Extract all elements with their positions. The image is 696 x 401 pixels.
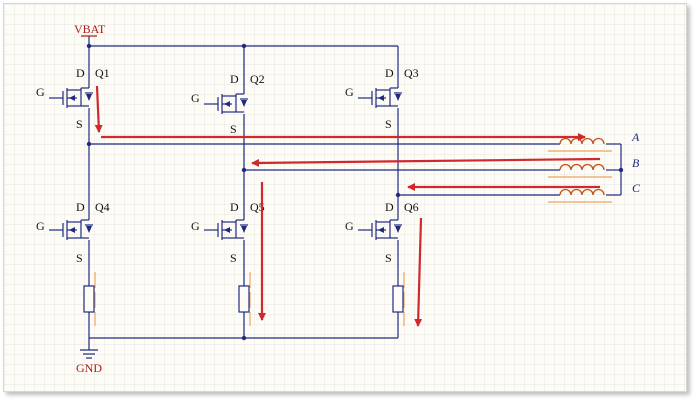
- shunt-resistors: [83, 272, 405, 326]
- phase-label-c: C: [632, 181, 641, 195]
- junction-dots: [86, 43, 624, 341]
- q6-drain-label: D: [385, 200, 394, 214]
- q1-name: Q1: [95, 66, 110, 80]
- q4-name: Q4: [95, 200, 110, 214]
- mosfet-q1: [49, 87, 93, 108]
- coil-b: [548, 163, 612, 178]
- wires: [88, 36, 622, 350]
- q5-gate-label: G: [191, 219, 200, 233]
- mosfet-q2: [204, 93, 248, 114]
- q5-drain-label: D: [230, 200, 239, 214]
- vbat-label: VBAT: [74, 22, 106, 36]
- mosfet-q6: [358, 219, 402, 240]
- phase-label-b: B: [632, 156, 640, 170]
- q2-name: Q2: [250, 72, 265, 86]
- q6-gate-label: G: [345, 219, 354, 233]
- q1-source-label: S: [76, 117, 83, 131]
- schematic-frame: [3, 3, 687, 392]
- gnd-label: GND: [76, 361, 102, 375]
- q2-source-label: S: [230, 122, 237, 136]
- current-arrow-q6-down: [414, 217, 423, 327]
- q1-drain-label: D: [76, 66, 85, 80]
- q4-gate-label: G: [36, 219, 45, 233]
- q4-source-label: S: [76, 251, 83, 265]
- current-arrow-q1-down: [94, 85, 103, 133]
- q4-drain-label: D: [76, 200, 85, 214]
- q6-name: Q6: [404, 200, 419, 214]
- q3-name: Q3: [404, 66, 419, 80]
- coil-a: [548, 137, 612, 152]
- q1-gate-label: G: [36, 85, 45, 99]
- shunt-resistor-1: [83, 272, 96, 326]
- q2-drain-label: D: [230, 72, 239, 86]
- shunt-resistor-2: [238, 272, 251, 326]
- mosfet-q5: [204, 219, 248, 240]
- q3-source-label: S: [385, 117, 392, 131]
- q5-source-label: S: [230, 251, 237, 265]
- ground-icon: [80, 349, 98, 359]
- coil-c: [548, 188, 612, 203]
- motor-coils: [548, 137, 612, 203]
- q6-source-label: S: [385, 251, 392, 265]
- q3-gate-label: G: [345, 85, 354, 99]
- mosfet-q4: [49, 219, 93, 240]
- current-arrows: [94, 85, 601, 327]
- q3-drain-label: D: [385, 66, 394, 80]
- phase-label-a: A: [631, 130, 640, 144]
- shunt-resistor-3: [392, 272, 405, 326]
- q2-gate-label: G: [191, 91, 200, 105]
- mosfet-q3: [358, 87, 402, 108]
- current-arrow-phase-b: [251, 157, 601, 167]
